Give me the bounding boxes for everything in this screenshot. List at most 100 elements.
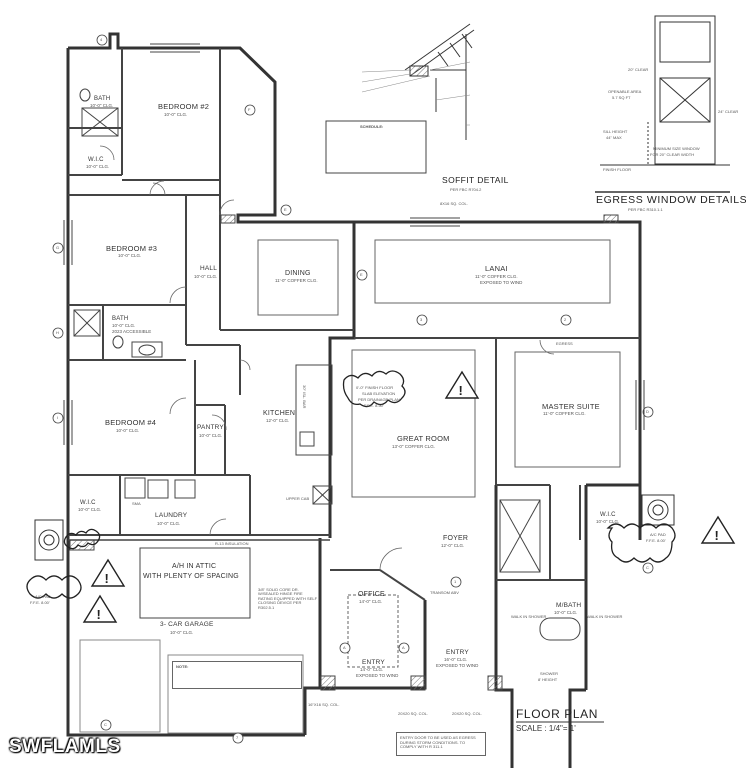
finish-floor-line3: PER DRAINAGE PLAN <box>358 397 400 402</box>
entry-door-note-box: ENTRY DOOR TO BE USED AS EGRESS DURING S… <box>396 732 486 756</box>
entry-left-label: ENTRY <box>362 659 385 666</box>
entry-door-note: ENTRY DOOR TO BE USED AS EGRESS DURING S… <box>400 735 476 750</box>
bath2-ceiling: 10'-0" CLG. <box>112 323 136 328</box>
bedroom4-ceiling: 10'-0" CLG. <box>116 428 140 433</box>
laundry-label: LAUNDRY <box>155 512 188 519</box>
finish-floor-line2: SLAB ELEVATION <box>362 391 396 396</box>
lanai-label: LANAI <box>485 264 508 273</box>
foyer-label: FOYER <box>443 535 469 542</box>
svg-text:!: ! <box>105 571 109 586</box>
bath-upper-label: BATH <box>94 96 111 102</box>
transom-label: TRANSOM ABV <box>430 590 459 595</box>
bath2-label: BATH <box>112 316 129 322</box>
office-label: OFFICE <box>358 591 385 598</box>
master-suite-label: MASTER SUITE <box>542 402 600 411</box>
hatched-columns <box>69 214 619 691</box>
col-mid-label: 20X20 SQ. COL. <box>398 711 429 716</box>
egress-min-size: MINIMUM SIZE WINDOW <box>653 146 700 151</box>
grid-tag-h: H <box>56 330 59 335</box>
mbath-label: M/BATH <box>556 602 582 609</box>
dining-label: DINING <box>285 270 311 277</box>
hall-ceiling: 10'-0" CLG. <box>194 274 218 279</box>
laundry-ceiling: 10'-0" CLG. <box>157 521 181 526</box>
svg-text:!: ! <box>459 383 463 398</box>
walk-in-shower-left: WALK IN SHOWER <box>511 614 547 619</box>
floor-plan-title: FLOOR PLAN <box>516 707 599 721</box>
col-left-label: 16"X16 SQ. COL. <box>308 702 340 707</box>
hall-label: HALL <box>200 265 218 272</box>
egress-window-drawing <box>595 15 730 193</box>
master-suite-ceiling: 11'-0" COFFER CLG. <box>543 411 586 416</box>
attic-line1: A/H IN ATTIC <box>172 563 217 570</box>
walk-in-shower-right: WALK IN SHOWER <box>587 614 623 619</box>
upper-cab-label: UPPER CAB <box>286 496 310 501</box>
col-right-label: 20X20 SQ. COL. <box>452 711 483 716</box>
window-marks <box>63 43 645 445</box>
soffit-schedule-box <box>325 120 427 174</box>
svg-text:!: ! <box>715 528 719 543</box>
grid-tag-a-right: A <box>402 645 405 650</box>
garage-note-title: NOTE: <box>176 664 189 669</box>
grid-tag-2: 2 <box>564 317 567 322</box>
grid-tag-e-lanai: E <box>360 272 363 277</box>
pantry-label: PANTRY <box>197 424 224 431</box>
entry-right-label: ENTRY <box>446 649 469 656</box>
ac-pad-left-line1: A/C PAD <box>35 594 51 599</box>
finish-floor-line4: F.F.E. 8.50' <box>364 403 384 408</box>
ac-pad-right-line1: A/C PAD <box>650 532 666 537</box>
grid-tag-c-right: C <box>646 565 649 570</box>
svg-text:!: ! <box>97 607 101 622</box>
sma-label: SMA <box>132 501 141 506</box>
egress-tag: EGRESS <box>556 341 573 346</box>
coffer-outlines <box>257 239 621 668</box>
warning-triangles <box>82 370 736 623</box>
grid-tag-d: D <box>646 409 649 414</box>
egress-openable-value: 5.7 SQ FT <box>612 95 631 100</box>
bath2-note: 2023 ACCESSIBLE <box>112 329 152 334</box>
grid-tag-7: 7 <box>236 735 239 740</box>
pantry-ceiling: 10'-0" CLG. <box>199 433 223 438</box>
bath-fixtures <box>73 88 581 641</box>
grid-tag-c: C <box>104 722 107 727</box>
entry-right-note: EXPOSED TO WIND <box>436 663 479 668</box>
finish-floor-line1: 0'-0" FINISH FLOOR <box>356 385 394 390</box>
egress-sill-height: SILL HEIGHT <box>603 129 628 134</box>
ac-pad-left-line2: F.F.E. 8.00' <box>30 600 50 605</box>
garage-ceiling: 10'-0" CLG. <box>170 630 194 635</box>
lanai-ceiling: 11'-0" COFFER CLG. <box>475 274 518 279</box>
entry-left-note: EXPOSED TO WIND <box>356 673 399 678</box>
foyer-ceiling: 12'-0" CLG. <box>441 543 465 548</box>
grid-tag-4: 4 <box>100 37 103 42</box>
mbath-ceiling: 10'-0" CLG. <box>554 610 578 615</box>
grid-tag-3: 3 <box>420 317 423 322</box>
island-label: 30" ISL. BAR <box>302 385 307 409</box>
ac-pad-right-line2: F.F.E. 8.00' <box>646 538 666 543</box>
grid-tags <box>52 34 654 744</box>
grid-tag-g: G <box>56 245 60 250</box>
egress-min-size2: FOR 20" CLEAR WIDTH <box>650 152 695 157</box>
interior-walls <box>68 48 640 601</box>
wic-master-label: W.I.C <box>600 512 616 518</box>
egress-title: EGRESS WINDOW DETAILS <box>596 194 746 206</box>
garage-note-box: NOTE: <box>172 661 302 689</box>
egress-finish-floor: FINISH FLOOR <box>603 167 632 172</box>
great-room-ceiling: 13'-0" COFFER CLG. <box>392 444 435 449</box>
laundry-appliances <box>124 477 196 499</box>
kitchen-ceiling: 12'-0" CLG. <box>266 418 290 423</box>
revision-clouds <box>26 370 676 599</box>
lanai-note: EXPOSED TO WIND <box>480 280 523 285</box>
shower-ceiling: 8' HEIGHT <box>538 677 558 682</box>
shower-label: SHOWER <box>540 671 558 676</box>
bedroom3-label: BEDROOM #3 <box>106 244 158 253</box>
kitchen-label: KITCHEN <box>263 410 296 417</box>
bedroom3-ceiling: 10'-0" CLG. <box>118 253 142 258</box>
watermark: SWFLAMLS <box>9 736 121 757</box>
wic-lower-ceiling: 10'-0" CLG. <box>78 507 102 512</box>
bath-upper-ceiling: 10'-0" CLG. <box>90 103 114 108</box>
wic-master-ceiling: 10'-0" CLG. <box>596 519 620 524</box>
grid-tag-f: F <box>248 107 251 112</box>
egress-openable-area: OPENABLE AREA <box>608 89 642 94</box>
wic-lower-label: W.I.C <box>80 500 96 506</box>
soffit-ref: PER FBC R704.2 <box>450 187 482 192</box>
